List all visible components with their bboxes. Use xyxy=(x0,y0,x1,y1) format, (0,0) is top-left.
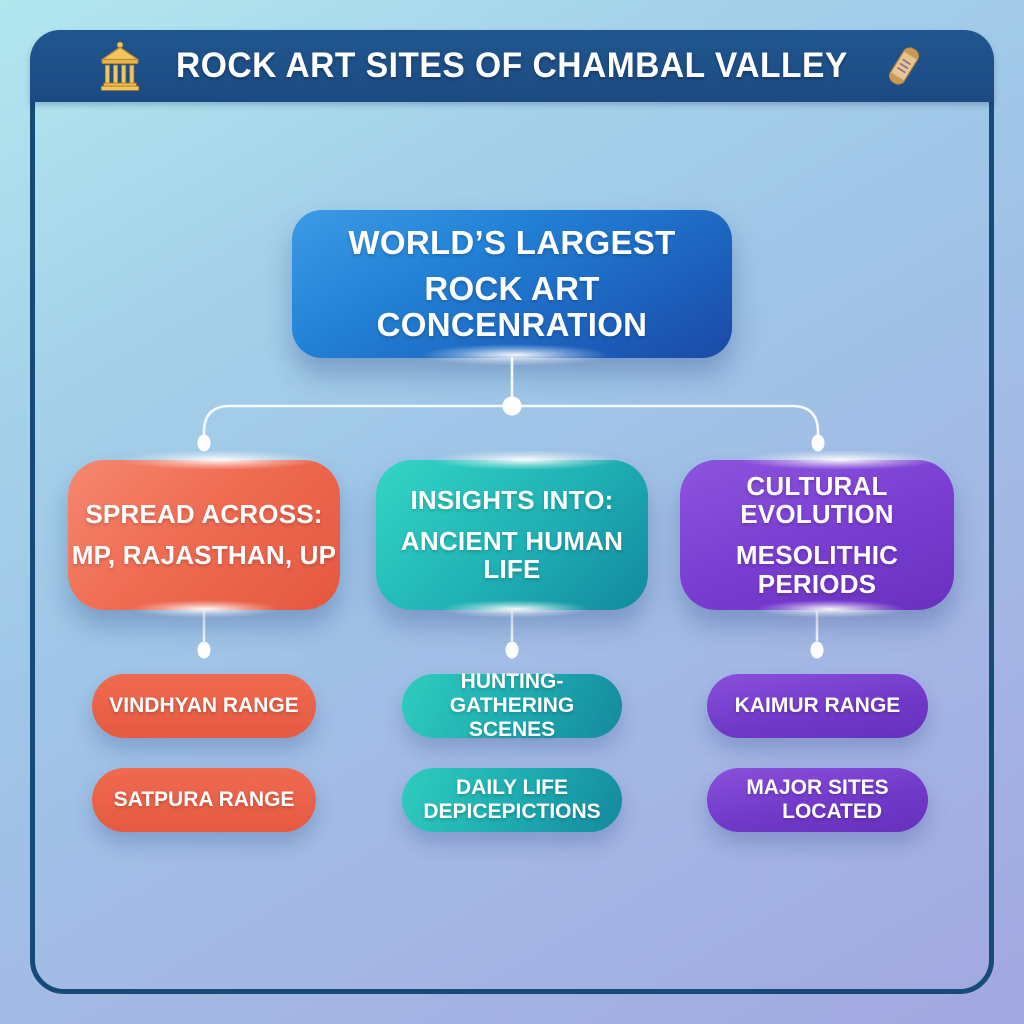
root-node-line2: ROCK ART CONCENRATION xyxy=(376,269,648,344)
branch-line2: MESOLITHIC PERIODS xyxy=(735,540,899,599)
branch-spread-across: SPREAD ACROSS: MP, RAJASTHAN, UP xyxy=(68,460,340,610)
branch-insights-into: INSIGHTS INTO: ANCIENT HUMAN LIFE xyxy=(376,460,648,610)
root-node: WORLD’S LARGEST ROCK ART CONCENRATION xyxy=(292,210,732,358)
pill-daily-life-depictions: DAILY LIFE DEPICEPICTIONS xyxy=(402,768,622,832)
pill-satpura-range: SATPURA RANGE xyxy=(92,768,316,832)
branch-line2: MP, RAJASTHAN, UP xyxy=(71,540,337,570)
branch-line1: CULTURAL EVOLUTION xyxy=(740,470,894,530)
branch-line2: ANCIENT HUMAN LIFE xyxy=(400,525,624,585)
pill-label: SATPURA RANGE xyxy=(113,787,295,811)
pill-major-sites-located: MAJOR SITES LOCATED xyxy=(707,768,928,832)
pill-label: KAIMUR RANGE xyxy=(734,693,901,717)
root-node-line1: WORLD’S LARGEST xyxy=(348,223,676,261)
pill-hunting-gathering-scenes: HUNTING-GATHERING SCENES xyxy=(402,670,622,741)
pill-label: VINDHYAN RANGE xyxy=(109,693,299,717)
pill-label: DAILY LIFE DEPICEPICTIONS xyxy=(423,775,601,823)
branch-line1: SPREAD ACROSS: xyxy=(85,499,323,530)
page-title: ROCK ART SITES OF CHAMBAL VALLEY xyxy=(176,46,848,85)
branch-line1: INSIGHTS INTO: xyxy=(410,485,614,516)
branch-cultural-evolution: CULTURAL EVOLUTION MESOLITHIC PERIODS xyxy=(680,460,954,610)
pill-kaimur-range: KAIMUR RANGE xyxy=(707,674,928,738)
temple-icon xyxy=(100,41,140,91)
pill-vindhyan-range: VINDHYAN RANGE xyxy=(92,674,316,738)
scroll-icon xyxy=(888,47,919,85)
pill-label: MAJOR SITES LOCATED xyxy=(746,775,889,823)
header-bar: ROCK ART SITES OF CHAMBAL VALLEY xyxy=(30,30,994,102)
pill-label: HUNTING-GATHERING SCENES xyxy=(449,669,575,742)
